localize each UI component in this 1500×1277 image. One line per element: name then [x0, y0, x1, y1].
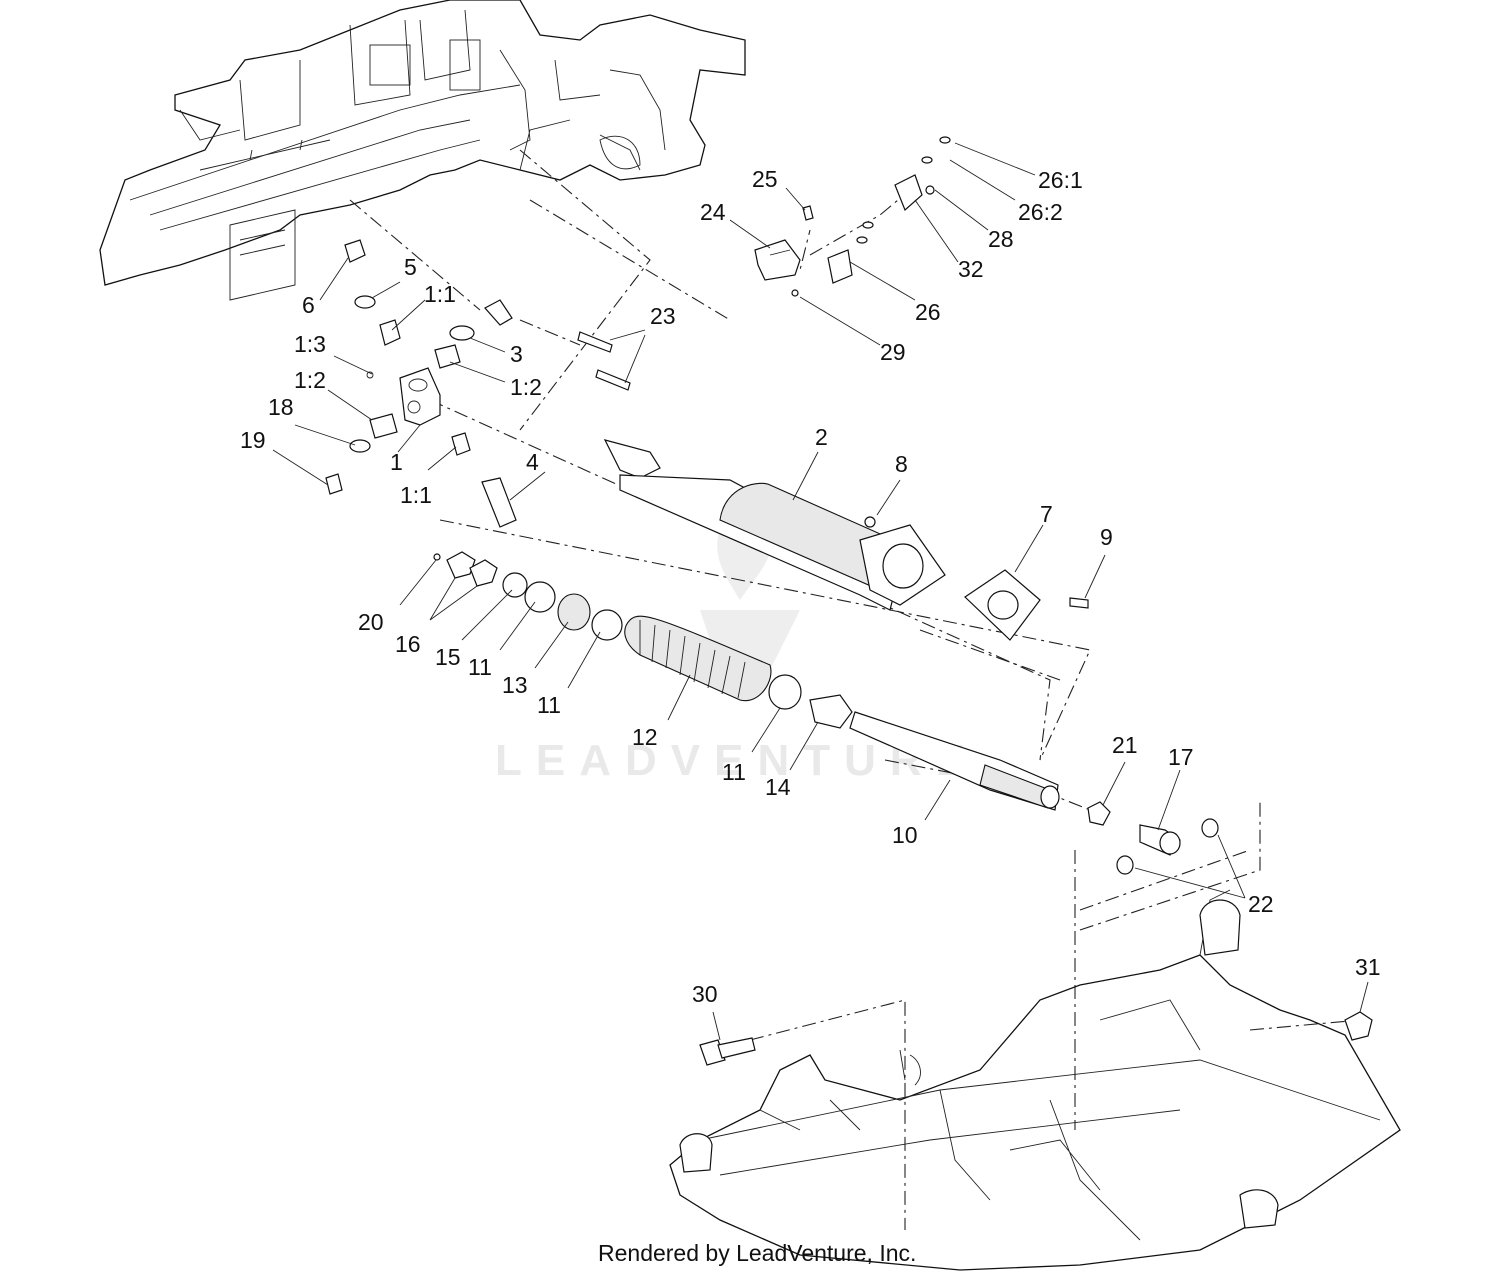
- callout-2: 2: [815, 424, 828, 450]
- pins-23: [577, 331, 631, 391]
- callout-11-a: 11: [468, 654, 492, 680]
- bracket-assembly: [754, 136, 951, 297]
- callout-22: 22: [1248, 891, 1274, 917]
- callout-4: 4: [526, 449, 539, 475]
- callout-23: 23: [650, 303, 676, 329]
- callout-7: 7: [1040, 501, 1053, 527]
- callout-21: 21: [1112, 732, 1138, 758]
- callout-28: 28: [988, 226, 1014, 252]
- callout-3: 3: [510, 341, 523, 367]
- callout-12: 12: [632, 724, 658, 750]
- callout-1-2-right: 1:2: [510, 374, 542, 400]
- callout-14: 14: [765, 774, 791, 800]
- callout-10: 10: [892, 822, 918, 848]
- callout-9: 9: [1100, 524, 1113, 550]
- bolt-30-nut-31: [699, 1011, 1373, 1066]
- leader-lines: [272, 142, 1369, 1041]
- callout-11-b: 11: [537, 692, 561, 718]
- pivot-block-assembly: [325, 239, 517, 528]
- callout-18: 18: [268, 394, 294, 420]
- callout-16: 16: [395, 631, 421, 657]
- callout-29: 29: [880, 339, 906, 365]
- callout-1-1: 1:1: [424, 281, 456, 307]
- spring-assembly: [433, 551, 1060, 811]
- callout-1-3: 1:3: [294, 331, 326, 357]
- callout-8: 8: [895, 451, 908, 477]
- lower-frame: [669, 889, 1401, 1271]
- callout-17: 17: [1168, 744, 1194, 770]
- rod-end-17: [1087, 801, 1219, 875]
- callout-1-2: 1:2: [294, 367, 326, 393]
- render-credit: Rendered by LeadVenture, Inc.: [598, 1240, 917, 1266]
- callout-26-2: 26:2: [1018, 199, 1063, 225]
- cylinder-2: [603, 439, 946, 611]
- callout-31: 31: [1355, 954, 1381, 980]
- upper-frame: [99, 0, 746, 301]
- callout-13: 13: [502, 672, 528, 698]
- callout-6: 6: [302, 292, 315, 318]
- callout-26-1: 26:1: [1038, 167, 1083, 193]
- callout-11-c: 11: [722, 759, 746, 785]
- guide-lines: [349, 149, 1361, 1230]
- callout-32: 32: [958, 256, 984, 282]
- callout-20: 20: [358, 609, 384, 635]
- callout-15: 15: [435, 644, 461, 670]
- callout-1: 1: [390, 449, 403, 475]
- callout-26: 26: [915, 299, 941, 325]
- flange-7: [964, 569, 1089, 641]
- callout-25: 25: [752, 166, 778, 192]
- callout-1-1-lower: 1:1: [400, 482, 432, 508]
- callout-labels: 6 5 1:1 1:3 1:2 18 19 1 1:1 3 1:2 4 23 2…: [240, 166, 1381, 1007]
- callout-5: 5: [404, 254, 417, 280]
- callout-24: 24: [700, 199, 726, 225]
- callout-19: 19: [240, 427, 266, 453]
- callout-30: 30: [692, 981, 718, 1007]
